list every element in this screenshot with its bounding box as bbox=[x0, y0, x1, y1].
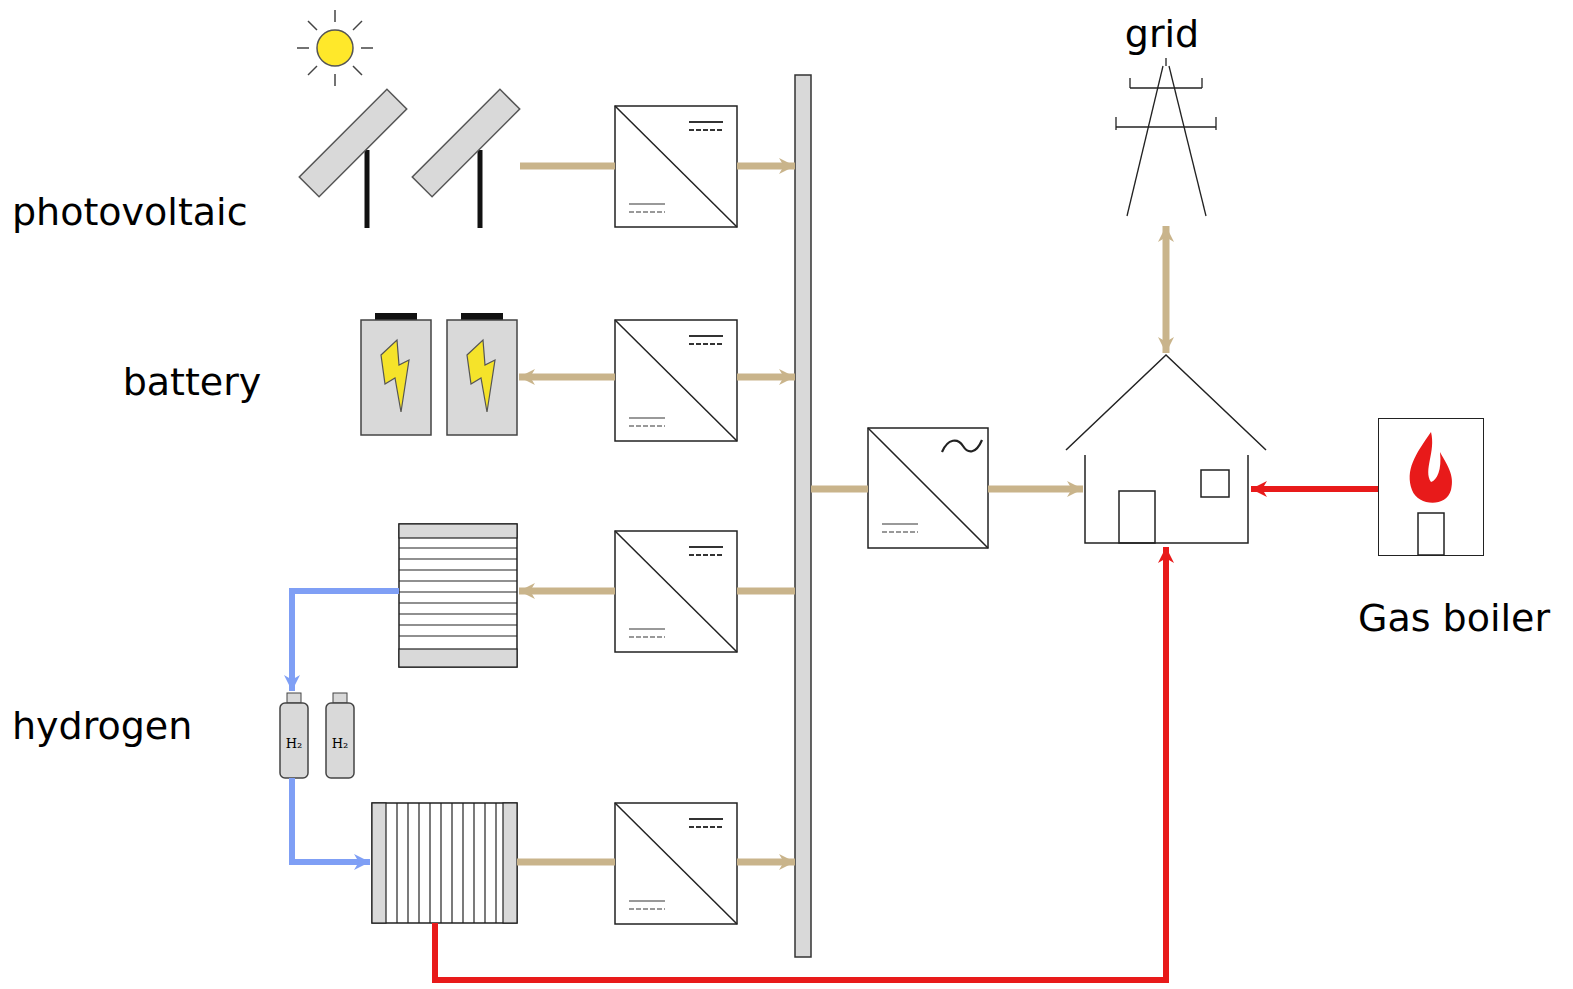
boiler-icon bbox=[1379, 419, 1483, 555]
boiler-box: Gas boiler bbox=[1378, 418, 1484, 556]
tank-label: H₂ bbox=[332, 737, 349, 751]
power-flows bbox=[517, 166, 1166, 862]
grid-label: grid bbox=[1125, 14, 1199, 56]
source-label: hydrogen bbox=[12, 706, 192, 748]
tank-label: H₂ bbox=[286, 737, 303, 751]
sun-icon bbox=[297, 10, 373, 86]
source-label: battery bbox=[123, 362, 262, 404]
hydrogen-flows bbox=[292, 591, 399, 862]
pylon-icon bbox=[1116, 58, 1216, 216]
house-icon bbox=[1066, 355, 1266, 543]
pv-panels bbox=[299, 89, 519, 228]
inverter bbox=[868, 428, 988, 548]
dc-converters bbox=[615, 106, 737, 924]
dc-busbar bbox=[795, 75, 811, 957]
fuel-cell bbox=[372, 803, 517, 923]
source-label: photovoltaic bbox=[12, 192, 248, 234]
electrolyser bbox=[399, 524, 517, 667]
battery-icons bbox=[361, 313, 517, 435]
hydrogen-tanks bbox=[280, 693, 354, 778]
node-label: Gas boiler bbox=[1358, 598, 1550, 640]
heat-flows bbox=[435, 489, 1378, 980]
